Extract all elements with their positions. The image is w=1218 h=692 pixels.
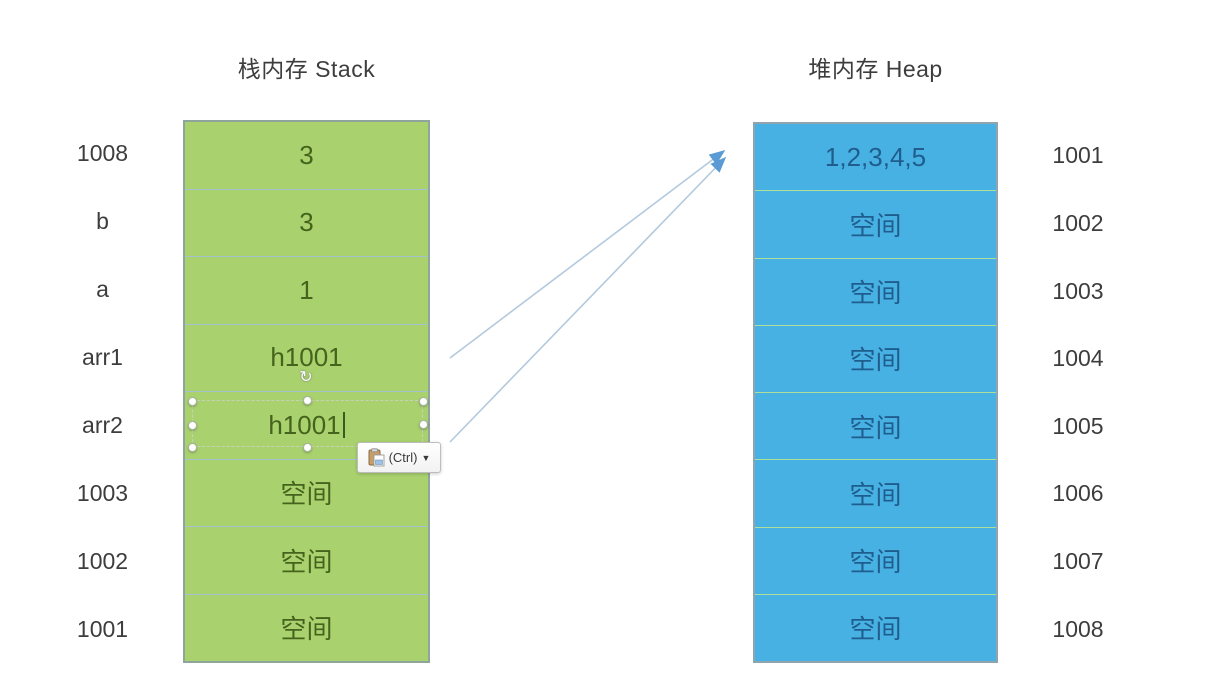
- stack-title[interactable]: 栈内存 Stack: [237, 56, 376, 82]
- selection-box[interactable]: [192, 400, 423, 447]
- heap-cell[interactable]: 空间: [755, 392, 996, 459]
- heap-cell[interactable]: 空间: [755, 526, 996, 594]
- arrow-arr1-to-heap1001[interactable]: [449, 150, 726, 359]
- heap-label-1005[interactable]: 1005: [1052, 412, 1104, 439]
- stack-label-b[interactable]: b: [96, 208, 109, 235]
- selection-handle-mid-right[interactable]: [419, 420, 428, 429]
- selection-handle-top-left[interactable]: [188, 397, 197, 406]
- stack-label-1002[interactable]: 1002: [76, 547, 129, 574]
- heap-label-1007[interactable]: 1007: [1052, 548, 1104, 575]
- stack-label-1003[interactable]: 1003: [76, 479, 129, 506]
- heap-cell[interactable]: 空间: [755, 257, 996, 325]
- stack-cell[interactable]: 空间: [185, 526, 428, 594]
- heap-label-1006[interactable]: 1006: [1052, 480, 1104, 507]
- stack-label-1001[interactable]: 1001: [76, 615, 129, 642]
- stack-label-arr2[interactable]: arr2: [82, 411, 123, 438]
- stack-cell[interactable]: 空间: [185, 593, 428, 662]
- heap-cell[interactable]: 空间: [755, 324, 996, 392]
- arrow-arr2-to-heap1001[interactable]: [449, 156, 727, 443]
- text-cursor: [342, 412, 345, 439]
- stack-label-a[interactable]: a: [96, 276, 109, 303]
- stack-address-labels: 1008 b a arr1 arr2 1003 1002 1001: [40, 120, 165, 663]
- heap-label-1004[interactable]: 1004: [1052, 345, 1104, 372]
- stack-cell-arr2-text: h1001: [268, 409, 341, 440]
- heap-cell[interactable]: 空间: [755, 190, 996, 257]
- heap-table[interactable]: 1,2,3,4,5 空间 空间 空间 空间 空间 空间 空间: [753, 122, 998, 663]
- paste-options-button[interactable]: (Ctrl) ▼: [357, 442, 441, 473]
- stack-cell[interactable]: 3: [299, 139, 314, 170]
- heap-label-1001[interactable]: 1001: [1052, 142, 1104, 169]
- clipboard-icon: [368, 448, 385, 467]
- heap-address-labels: 1001 1002 1003 1004 1005 1006 1007 1008: [1040, 122, 1116, 663]
- heap-label-1002[interactable]: 1002: [1052, 209, 1104, 236]
- heap-label-1003[interactable]: 1003: [1052, 277, 1104, 304]
- stack-cell[interactable]: 1: [185, 256, 428, 324]
- selection-handle-bottom-center[interactable]: [303, 443, 312, 452]
- paste-button-label: (Ctrl): [388, 450, 418, 465]
- stack-cell-arr1[interactable]: h1001: [185, 323, 428, 392]
- stack-table[interactable]: 3 3 1 h1001 h1001 空间 空间 空间: [183, 120, 430, 663]
- chevron-down-icon: ▼: [421, 452, 431, 463]
- selection-handle-bottom-left[interactable]: [188, 443, 197, 452]
- stack-cell[interactable]: 空间: [185, 458, 428, 527]
- selection-handle-top-right[interactable]: [419, 397, 428, 406]
- heap-cell[interactable]: 空间: [755, 593, 996, 661]
- stack-label-1008[interactable]: 1008: [76, 140, 129, 167]
- selection-handle-top-center[interactable]: [303, 396, 312, 405]
- stack-cell[interactable]: 3: [185, 188, 428, 257]
- heap-cell-array-data[interactable]: 1,2,3,4,5: [824, 141, 927, 172]
- selection-handle-mid-left[interactable]: [188, 421, 197, 430]
- heap-label-1008[interactable]: 1008: [1052, 615, 1104, 642]
- stack-cell-arr2-editing[interactable]: h1001: [185, 391, 428, 459]
- stack-label-arr1[interactable]: arr1: [82, 344, 123, 371]
- heap-title[interactable]: 堆内存 Heap: [808, 56, 943, 82]
- rotate-icon[interactable]: ↻: [299, 369, 313, 386]
- heap-cell[interactable]: 空间: [755, 459, 996, 526]
